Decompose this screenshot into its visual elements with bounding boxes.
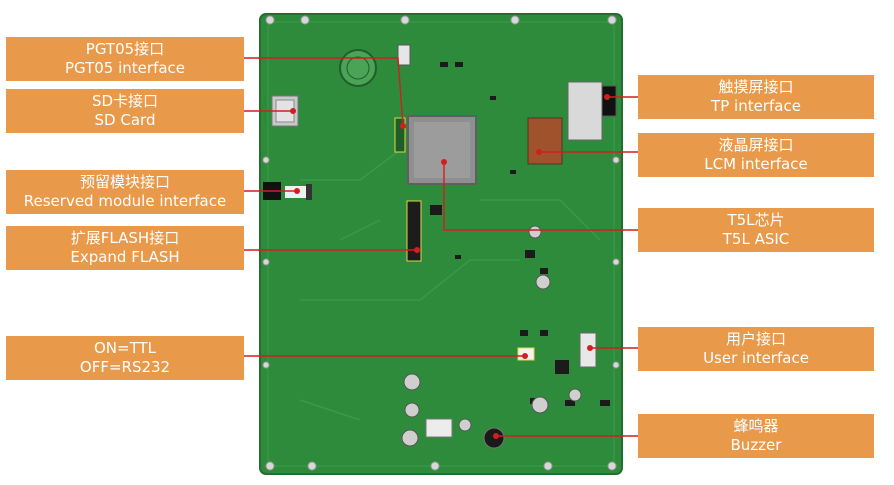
label-sd-card-zh: SD卡接口 bbox=[91, 92, 159, 111]
label-sd-card-en: SD Card bbox=[94, 111, 156, 129]
label-tp-interface-zh: 触摸屏接口 bbox=[718, 78, 794, 97]
flash-component bbox=[406, 200, 422, 262]
label-expand-flash-en: Expand FLASH bbox=[70, 248, 180, 266]
pcb-traces bbox=[299, 149, 601, 421]
leader-lines bbox=[244, 57, 638, 437]
label-reserved-module-zh: 预留模块接口 bbox=[79, 173, 170, 192]
label-buzzer-en: Buzzer bbox=[730, 436, 782, 454]
label-ttl-rs232: ON=TTL OFF=RS232 bbox=[6, 336, 244, 380]
label-t5l-asic-en: T5L ASIC bbox=[722, 230, 790, 248]
label-user-interface-en: User interface bbox=[703, 349, 809, 367]
label-expand-flash: 扩展FLASH接口 Expand FLASH bbox=[6, 226, 244, 270]
label-lcm-interface-zh: 液晶屏接口 bbox=[718, 136, 794, 155]
label-lcm-interface: 液晶屏接口 LCM interface bbox=[638, 133, 874, 177]
lcm-connector bbox=[527, 117, 563, 165]
label-ttl-off: OFF=RS232 bbox=[79, 358, 171, 376]
leader-dots bbox=[290, 94, 610, 439]
label-t5l-asic: T5L芯片 T5L ASIC bbox=[638, 208, 874, 252]
pcb-inner-edge bbox=[267, 21, 615, 467]
bottom-connector bbox=[425, 418, 453, 438]
label-pgt05: PGT05接口 PGT05 interface bbox=[6, 37, 244, 81]
label-reserved-module: 预留模块接口 Reserved module interface bbox=[6, 170, 244, 214]
capacitors bbox=[401, 225, 582, 447]
mounting-holes bbox=[262, 15, 620, 471]
pgt05-component bbox=[397, 44, 411, 66]
label-lcm-interface-en: LCM interface bbox=[704, 155, 808, 173]
label-t5l-asic-zh: T5L芯片 bbox=[727, 211, 785, 230]
coin-battery bbox=[339, 49, 377, 87]
label-expand-flash-zh: 扩展FLASH接口 bbox=[70, 229, 180, 248]
label-tp-interface-en: TP interface bbox=[711, 97, 801, 115]
label-user-interface: 用户接口 User interface bbox=[638, 327, 874, 371]
label-pgt05-en: PGT05 interface bbox=[64, 59, 186, 77]
label-buzzer-zh: 蜂鸣器 bbox=[733, 417, 779, 436]
label-ttl-on: ON=TTL bbox=[93, 339, 156, 358]
label-pgt05-zh: PGT05接口 bbox=[85, 40, 165, 59]
label-sd-card: SD卡接口 SD Card bbox=[6, 89, 244, 133]
label-reserved-module-en: Reserved module interface bbox=[23, 192, 227, 210]
label-tp-interface: 触摸屏接口 TP interface bbox=[638, 75, 874, 119]
label-user-interface-zh: 用户接口 bbox=[725, 330, 786, 349]
label-buzzer: 蜂鸣器 Buzzer bbox=[638, 414, 874, 458]
